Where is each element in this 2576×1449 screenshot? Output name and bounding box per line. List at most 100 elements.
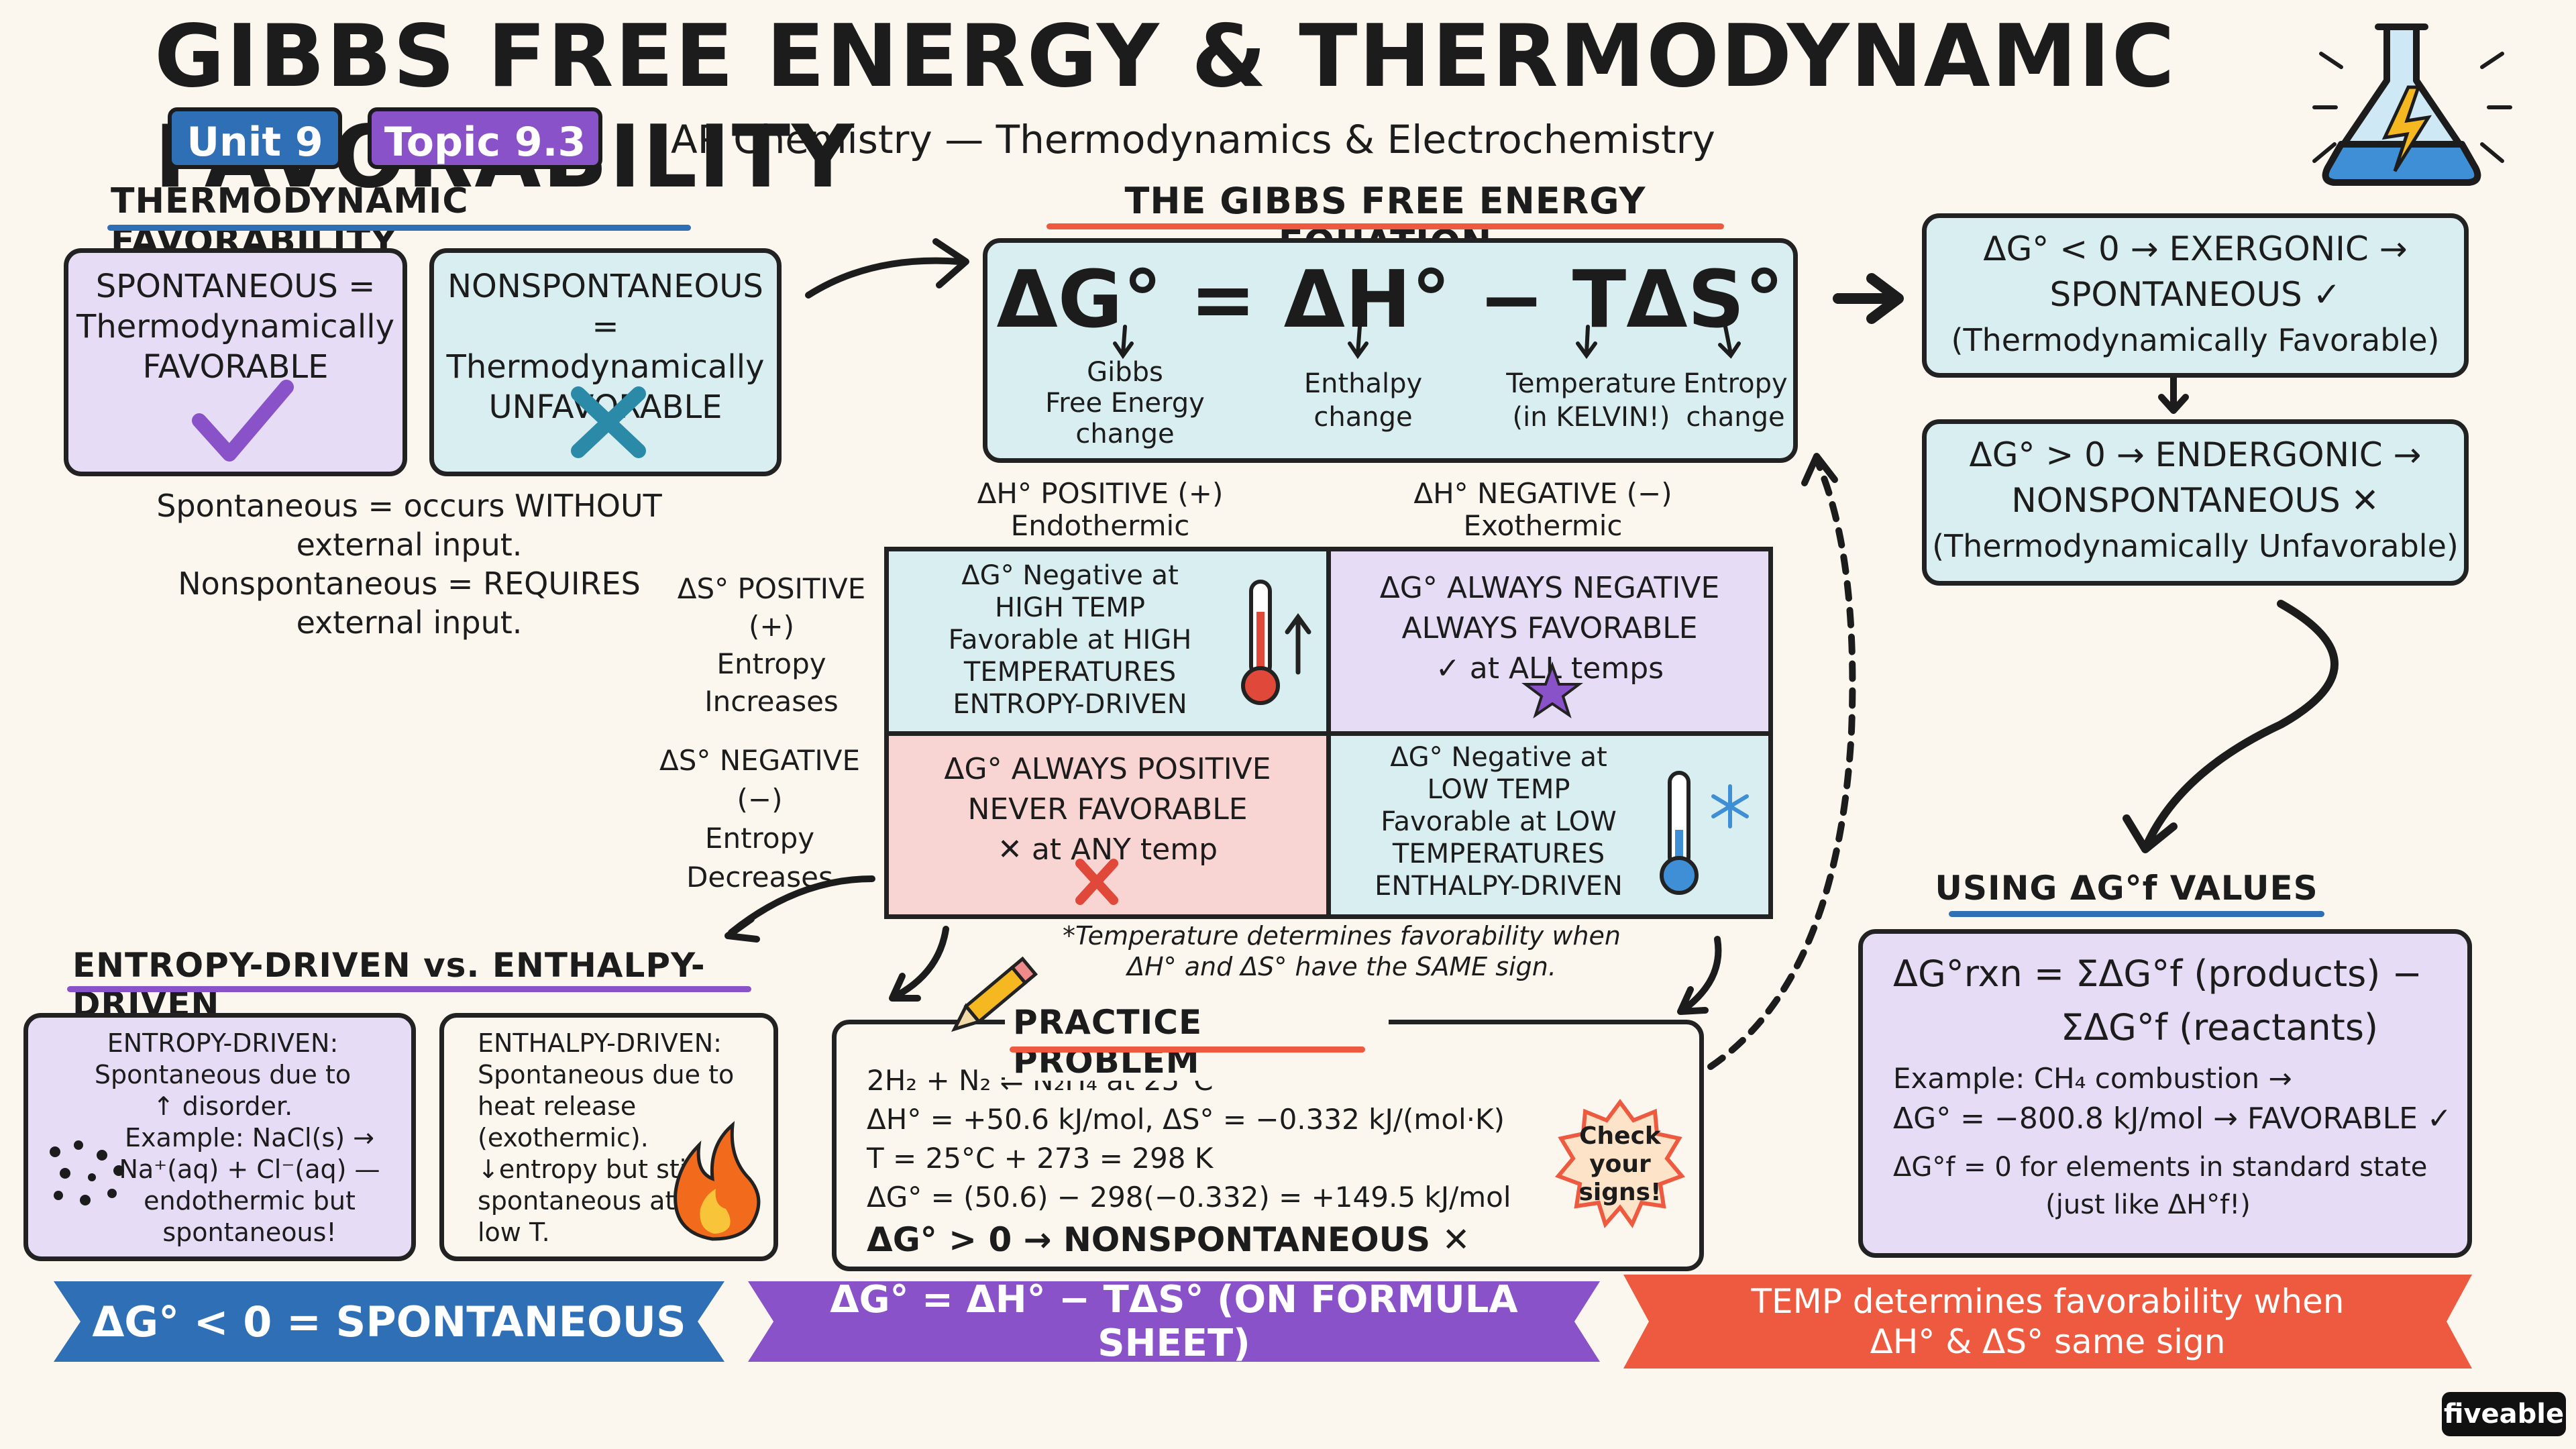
c22-line5: ENTHALPY-DRIVEN <box>1375 871 1623 902</box>
exergonic-line3: (Thermodynamically Favorable) <box>1951 322 2440 358</box>
row2-line2: Entropy <box>704 822 815 855</box>
label-gibbs-1: Gibbs <box>1087 357 1163 388</box>
formation-card: ΔG°rxn = ΣΔG°f (products) − ΣΔG°f (react… <box>1858 929 2472 1258</box>
footnote-line1: *Temperature determines favorability whe… <box>1063 921 1621 951</box>
gibbs-formula: ΔG° = ΔH° − TΔS° <box>996 253 1784 345</box>
c12-line1: ΔG° ALWAYS NEGATIVE <box>1379 571 1720 605</box>
banner-formula-sheet: ΔG° = ΔH° − TΔS° (ON FORMULA SHEET) <box>748 1281 1600 1362</box>
practice-line3: T = 25°C + 273 = 298 K <box>867 1142 1214 1175</box>
row1-line3: Increases <box>704 685 839 718</box>
check-signs-stamp: Check your signs! <box>1553 1097 1687 1231</box>
practice-line2: ΔH° = +50.6 kJ/mol, ΔS° = −0.332 kJ/(mol… <box>867 1103 1505 1136</box>
banner-formula-text: ΔG° = ΔH° − TΔS° (ON FORMULA SHEET) <box>830 1278 1518 1365</box>
enthalpy-line3: heat release <box>478 1091 637 1121</box>
c22-line2: LOW TEMP <box>1427 774 1570 805</box>
entropy-line4: Example: NaCl(s) → <box>125 1123 374 1152</box>
banner-temp-sign: TEMP determines favorability when ΔH° & … <box>1623 1275 2472 1368</box>
c21-line3: ✕ at ANY temp <box>997 833 1218 867</box>
favorability-underline <box>107 225 691 231</box>
formation-note2: (just like ΔH°f!) <box>2045 1189 2251 1220</box>
spontaneous-line3: FAVORABLE <box>142 348 329 386</box>
enthalpy-driven-bubble: ENTHALPY-DRIVEN: Spontaneous due to heat… <box>439 1013 778 1261</box>
c11-line4: TEMPERATURES <box>963 657 1177 688</box>
entropy-line3: ↑ disorder. <box>152 1091 293 1121</box>
note-spontaneous-b: external input. <box>296 527 523 563</box>
nonspontaneous-line1: NONSPONTANEOUS = <box>447 268 763 345</box>
enthalpy-line2: Spontaneous due to <box>478 1060 735 1089</box>
row2-line1: ΔS° NEGATIVE (−) <box>659 744 861 816</box>
c22-line1: ΔG° Negative at <box>1390 742 1607 773</box>
enthalpy-line6: spontaneous at <box>478 1186 676 1216</box>
entropy-line5: Na⁺(aq) + Cl⁻(aq) — <box>119 1155 380 1184</box>
c12-line2: ALWAYS FAVORABLE <box>1401 611 1698 645</box>
c21-line1: ΔG° ALWAYS POSITIVE <box>944 752 1271 786</box>
note-spontaneous-a: Spontaneous = occurs WITHOUT <box>156 488 662 524</box>
row-header-ds-negative: ΔS° NEGATIVE (−) Entropy Decreases <box>634 741 885 897</box>
endergonic-card: ΔG° > 0 → ENDERGONIC → NONSPONTANEOUS ✕ … <box>1922 419 2469 586</box>
banner-spontaneous-text: ΔG° < 0 = SPONTANEOUS <box>92 1297 686 1346</box>
equation-underline <box>1046 223 1724 229</box>
entropy-line7: spontaneous! <box>162 1218 337 1247</box>
entropy-line1: ENTROPY-DRIVEN: <box>107 1028 339 1058</box>
label-entropy-1: Entropy <box>1683 368 1788 399</box>
c22-line4: TEMPERATURES <box>1392 839 1605 869</box>
c11-line3: Favorable at HIGH <box>948 625 1192 655</box>
cell-enthalpy-driven: ΔG° Negative at LOW TEMP Favorable at LO… <box>1331 736 1768 914</box>
entropy-driven-bubble: ENTROPY-DRIVEN: Spontaneous due to ↑ dis… <box>23 1013 416 1261</box>
row-header-ds-positive: ΔS° POSITIVE (+) Entropy Increases <box>657 570 885 720</box>
c11-line2: HIGH TEMP <box>994 592 1145 623</box>
row1-line1: ΔS° POSITIVE (+) <box>677 572 866 643</box>
favorability-notes: Spontaneous = occurs WITHOUT external in… <box>67 486 751 642</box>
c22-line3: Favorable at LOW <box>1381 806 1617 837</box>
enthalpy-line1: ENTHALPY-DRIVEN: <box>478 1028 722 1058</box>
practice-underline <box>1010 1046 1365 1053</box>
practice-line4: ΔG° = (50.6) − 298(−0.332) = +149.5 kJ/m… <box>867 1181 1511 1214</box>
formation-eq2: ΣΔG°f (reactants) <box>2061 1006 2379 1049</box>
formation-underline <box>1949 911 2324 917</box>
formation-note1: ΔG°f = 0 for elements in standard state <box>1893 1152 2428 1183</box>
practice-lines: 2H₂ + N₂ ⇌ N₂H₄ at 25°C ΔH° = +50.6 kJ/m… <box>867 1061 1538 1263</box>
col-header-dh-positive: ΔH° POSITIVE (+) Endothermic <box>906 478 1295 542</box>
drivers-heading: ENTROPY-DRIVEN vs. ENTHALPY-DRIVEN <box>72 946 706 1024</box>
banner-temp-line2: ΔH° & ΔS° same sign <box>1870 1322 2226 1361</box>
stamp-line3: signs! <box>1578 1179 1662 1206</box>
cell-entropy-driven: ΔG° Negative at HIGH TEMP Favorable at H… <box>889 551 1326 731</box>
label-enthalpy-2: change <box>1313 402 1413 433</box>
spontaneous-card: SPONTANEOUS = Thermodynamically FAVORABL… <box>64 248 407 476</box>
footnote-line2: ΔH° and ΔS° have the SAME sign. <box>1127 952 1556 981</box>
brand-logo: fiveable <box>2442 1392 2566 1436</box>
label-temperature: Temperature (in KELVIN!) <box>1497 367 1685 434</box>
c12-line3: ✓ at ALL temps <box>1435 651 1664 686</box>
c11-line5: ENTROPY-DRIVEN <box>953 689 1187 720</box>
sign-grid: ΔG° Negative at HIGH TEMP Favorable at H… <box>884 547 1773 919</box>
unit-badge: Unit 9 <box>168 107 342 169</box>
spontaneous-line2: Thermodynamically <box>76 308 394 345</box>
c11-line1: ΔG° Negative at <box>961 560 1179 591</box>
endergonic-line3: (Thermodynamically Unfavorable) <box>1932 528 2459 564</box>
row2-line3: Decreases <box>686 861 833 894</box>
entropy-line6: endothermic but <box>144 1186 356 1216</box>
note-nonspontaneous-b: external input. <box>296 604 523 641</box>
grid-footnote: *Temperature determines favorability whe… <box>986 920 1697 982</box>
note-nonspontaneous-a: Nonspontaneous = REQUIRES <box>178 566 641 602</box>
label-entropy: Entropy change <box>1678 367 1792 434</box>
label-gibbs-3: change <box>1075 419 1175 449</box>
exergonic-line2: SPONTANEOUS ✓ <box>2049 275 2341 314</box>
label-temperature-2: (in KELVIN!) <box>1512 402 1670 433</box>
c21-line2: NEVER FAVORABLE <box>967 792 1248 826</box>
formation-example2: ΔG° = −800.8 kJ/mol → FAVORABLE ✓ <box>1893 1102 2452 1136</box>
spontaneous-line1: SPONTANEOUS = <box>95 268 376 305</box>
banner-spontaneous: ΔG° < 0 = SPONTANEOUS <box>54 1281 724 1362</box>
stamp-line2: your <box>1589 1150 1651 1178</box>
formation-example1: Example: CH₄ combustion → <box>1893 1062 2292 1095</box>
label-enthalpy-1: Enthalpy <box>1303 368 1423 399</box>
col2-line1: ΔH° NEGATIVE (−) <box>1413 477 1672 510</box>
practice-heading: PRACTICE PROBLEM <box>1005 1003 1389 1081</box>
endergonic-line1: ΔG° > 0 → ENDERGONIC → <box>1969 435 2422 474</box>
enthalpy-line7: low T. <box>478 1218 550 1247</box>
banner-temp-line1: TEMP determines favorability when <box>1751 1282 2345 1321</box>
entropy-line2: Spontaneous due to <box>94 1060 352 1089</box>
col-header-dh-negative: ΔH° NEGATIVE (−) Exothermic <box>1348 478 1737 542</box>
